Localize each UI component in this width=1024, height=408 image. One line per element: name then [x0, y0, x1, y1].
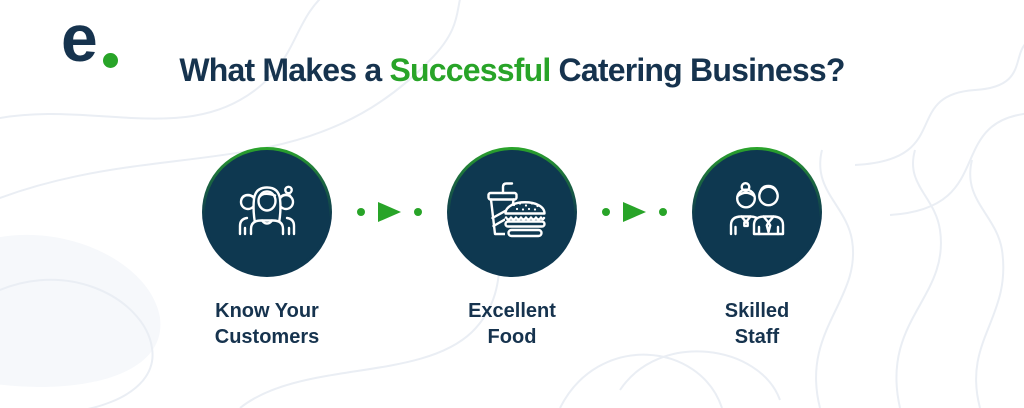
connector-1 [332, 147, 447, 277]
step-label-skilled-staff: Skilled Staff [725, 298, 789, 350]
step-label-excellent-food: Excellent Food [468, 298, 556, 350]
step-label-know-your-customers: Know Your Customers [215, 298, 319, 350]
food-circle [450, 150, 574, 274]
connector-2 [577, 147, 692, 277]
connector-dot [414, 208, 422, 216]
title-prefix: What Makes a [179, 52, 390, 88]
page-title: What Makes a Successful Catering Busines… [0, 52, 1024, 89]
staff-circle [695, 150, 819, 274]
connector-dot [659, 208, 667, 216]
staff-icon [729, 181, 785, 236]
label-line: Skilled [724, 300, 790, 322]
customers-circle-ring [202, 147, 332, 277]
label-line: Customers [214, 326, 320, 348]
steps-row: Know Your Customers [0, 147, 1024, 350]
staff-circle-ring [692, 147, 822, 277]
title-highlight: Successful [389, 52, 551, 88]
customers-circle [205, 150, 329, 274]
title-suffix: Catering Business? [550, 52, 846, 88]
connector-dot [602, 208, 610, 216]
brand-logo-green-dot-icon [103, 53, 118, 68]
label-line: Food [487, 326, 537, 348]
step-skilled-staff: Skilled Staff [692, 147, 822, 350]
play-arrow-right-icon [378, 202, 401, 222]
label-line: Know Your [215, 300, 319, 322]
food-icon [487, 182, 546, 238]
step-excellent-food: Excellent Food [447, 147, 577, 350]
customers-icon [238, 185, 296, 236]
connector-dot [357, 208, 365, 216]
label-line: Staff [734, 326, 780, 348]
brand-logo: e [61, 1, 118, 75]
brand-logo-letter: e [61, 1, 98, 75]
label-line: Excellent [468, 300, 556, 322]
food-circle-ring [447, 147, 577, 277]
play-arrow-right-icon [623, 202, 646, 222]
step-know-your-customers: Know Your Customers [202, 147, 332, 350]
